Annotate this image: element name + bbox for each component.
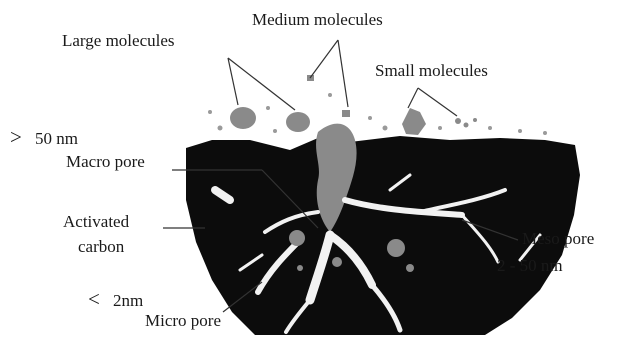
- meso-size-label: 2 - 50 nm: [497, 257, 563, 276]
- micro-size-label: 2nm: [113, 292, 143, 311]
- macro-greater-symbol: >: [10, 126, 22, 149]
- small-molecule-blob: [402, 108, 426, 135]
- macro-pore-label: Macro pore: [66, 153, 145, 172]
- meso-pore-label: Meso pore: [522, 230, 594, 249]
- large-molecule-1: [230, 107, 256, 129]
- grain-specks: [208, 93, 547, 135]
- micro-pore-label: Micro pore: [145, 312, 221, 331]
- micro-less-symbol: <: [88, 288, 100, 311]
- medium-molecules-label: Medium molecules: [252, 11, 383, 30]
- medium-molecule-2: [342, 110, 350, 117]
- large-molecule-2: [286, 112, 310, 132]
- small-molecule-1: [455, 118, 461, 124]
- small-molecules-label: Small molecules: [375, 62, 488, 81]
- small-molecule-3: [473, 118, 477, 122]
- macro-size-label: 50 nm: [35, 130, 78, 149]
- activated-carbon-label-line1: Activated: [63, 213, 129, 232]
- large-molecules-label: Large molecules: [62, 32, 175, 51]
- activated-carbon-label-line2: carbon: [78, 238, 124, 257]
- small-molecule-2: [464, 123, 469, 128]
- activated-carbon-body: [186, 136, 580, 335]
